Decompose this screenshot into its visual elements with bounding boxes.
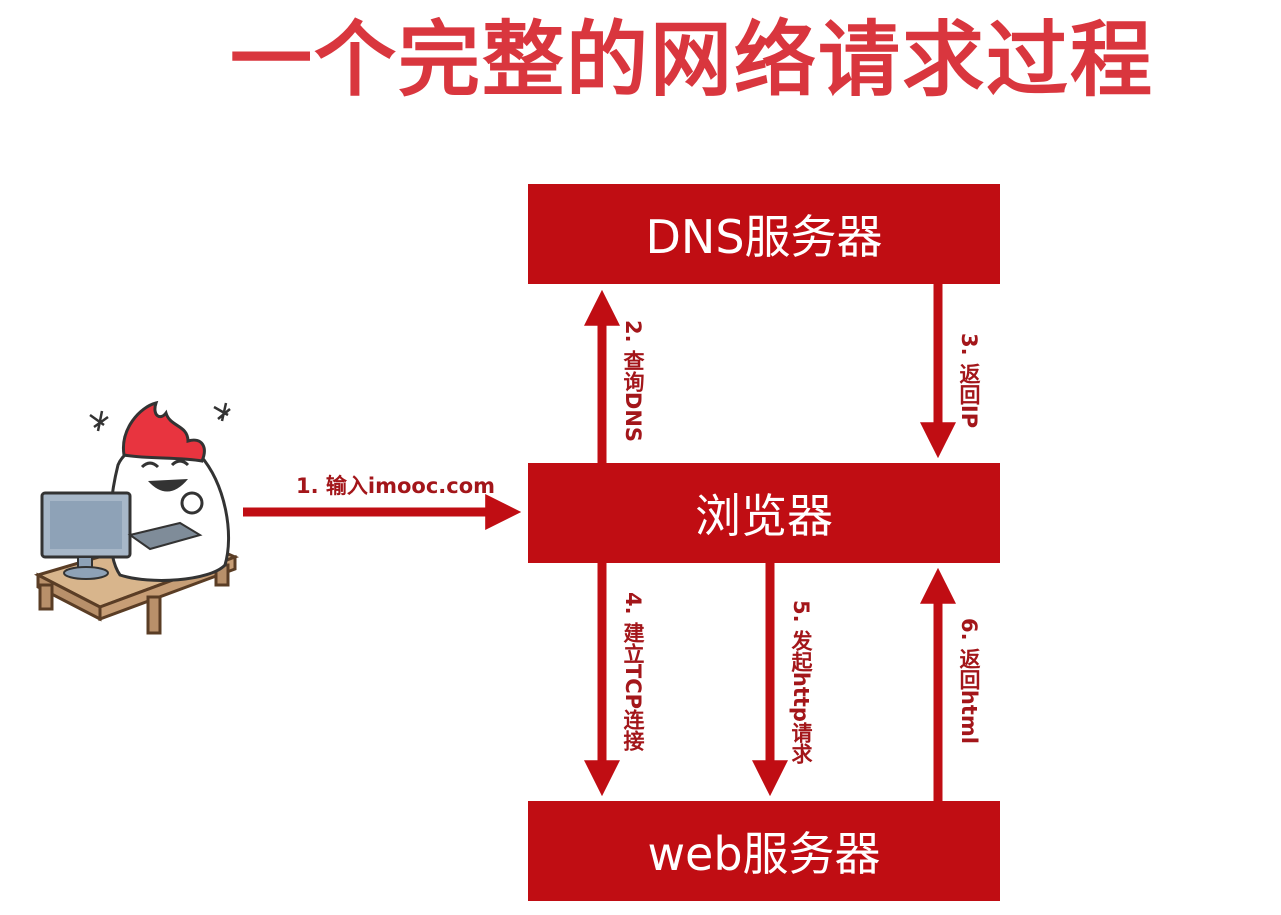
mascot-at-computer-icon [33,400,240,635]
step-4-label: 4. 建立TCP连接 [621,592,645,752]
page-title: 一个完整的网络请求过程 [230,13,1155,108]
step-3-label: 3. 返回IP [957,333,981,429]
web-server-box: web服务器 [528,801,1000,901]
step-5-label: 5. 发起http请求 [789,600,813,764]
dns-server-box: DNS服务器 [528,184,1000,284]
browser-box: 浏览器 [528,463,1000,563]
step-6-label: 6. 返回html [957,618,981,744]
step-1-label: 1. 输入imooc.com [296,474,496,498]
step-2-label: 2. 查询DNS [621,320,645,443]
